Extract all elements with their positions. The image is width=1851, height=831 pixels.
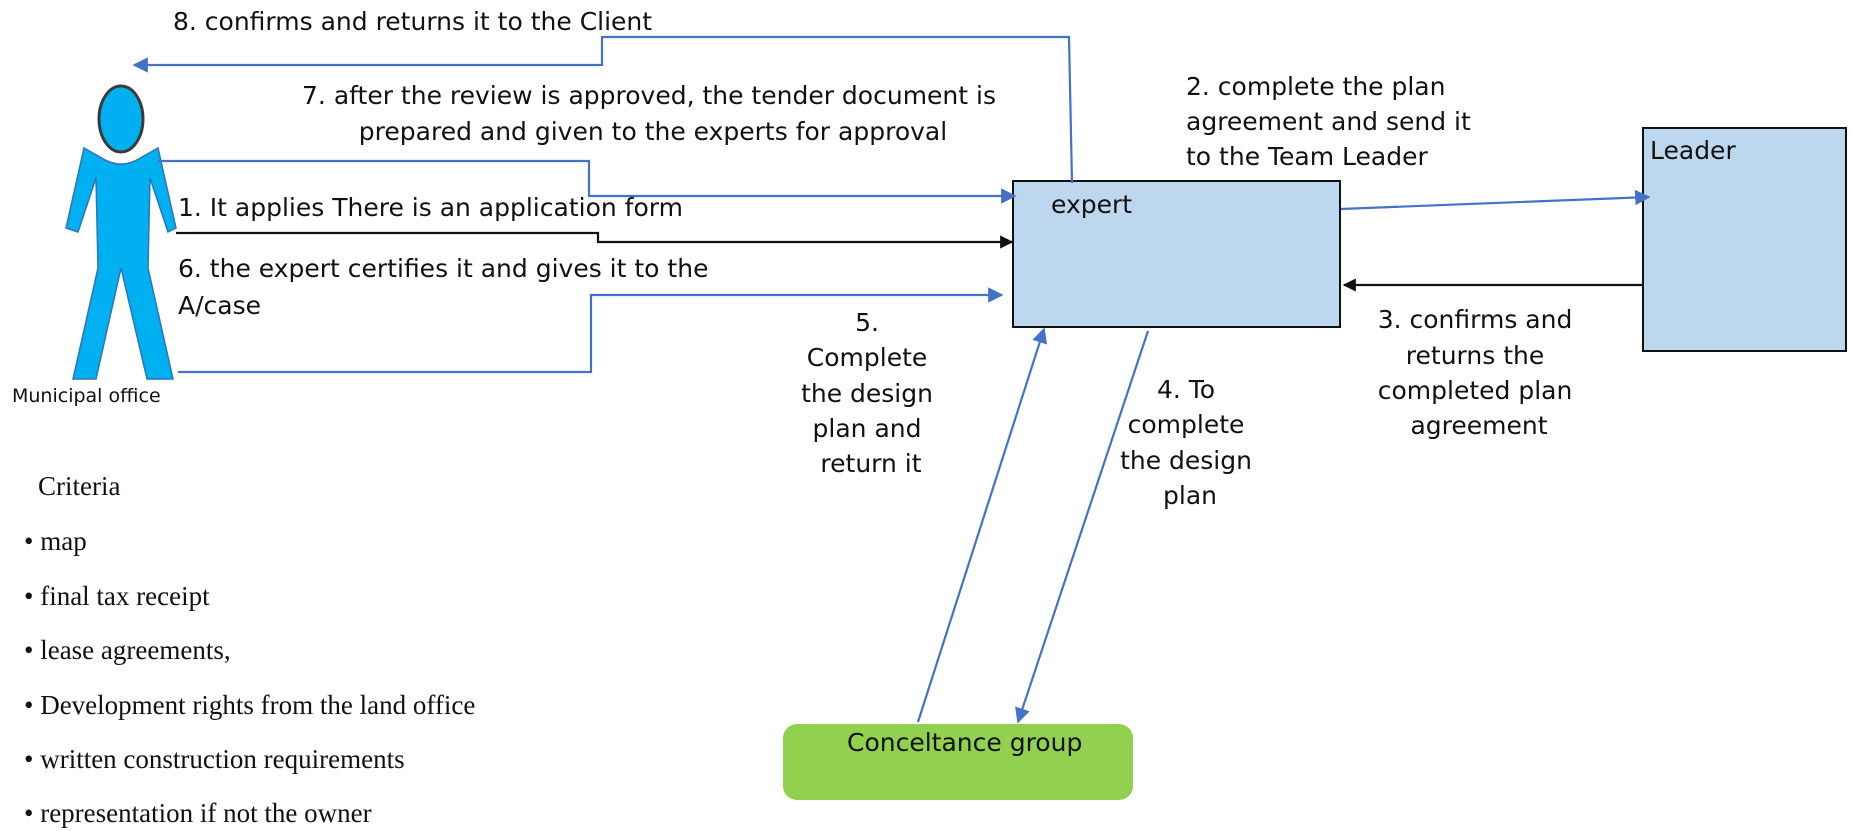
leader-box xyxy=(1642,127,1847,352)
actor-body xyxy=(65,146,177,380)
edge-2-to-leader xyxy=(1340,189,1651,211)
edge-1-application xyxy=(176,231,1014,249)
consultance-group-label: Conceltance group xyxy=(847,728,1082,757)
step-3-label: 3. confirms and returns the completed pl… xyxy=(1378,305,1581,440)
step-6-label: 6. the expert certifies it and gives it … xyxy=(178,254,716,320)
edge-8-return-to-client xyxy=(132,35,1074,184)
step-1-label: 1. It applies There is an application fo… xyxy=(178,193,683,222)
step-7-label: 7. after the review is approved, the ten… xyxy=(302,81,1004,146)
step-4-label: 4. To complete the design plan xyxy=(1120,375,1260,510)
expert-label: expert xyxy=(1051,190,1132,219)
municipal-office-actor xyxy=(65,84,177,380)
criteria-item: • Development rights from the land offic… xyxy=(24,690,475,720)
criteria-title: Criteria xyxy=(38,471,120,501)
actor-head xyxy=(97,84,145,154)
edge-7-tender-document xyxy=(158,159,1017,204)
step-5-label: 5. Complete the design plan and return i… xyxy=(801,308,941,478)
step-8-label: 8. confirms and returns it to the Client xyxy=(173,7,652,36)
criteria-item: • map xyxy=(24,526,87,556)
criteria-list: Criteria • map • final tax receipt • lea… xyxy=(24,471,475,828)
edge-6-certified xyxy=(178,287,1004,374)
consultance-group-box xyxy=(783,724,1133,800)
criteria-item: • final tax receipt xyxy=(24,581,210,611)
criteria-item: • representation if not the owner xyxy=(24,798,372,828)
edge-5-return-from-consultance xyxy=(916,327,1048,723)
actor-label: Municipal office xyxy=(12,385,161,407)
criteria-item: • written construction requirements xyxy=(24,744,405,774)
step-2-label: 2. complete the plan agreement and send … xyxy=(1186,72,1479,171)
edge-4-to-consultance xyxy=(1015,330,1150,724)
criteria-item: • lease agreements, xyxy=(24,635,231,665)
leader-label: Leader xyxy=(1650,136,1736,165)
expert-box xyxy=(1012,180,1341,328)
